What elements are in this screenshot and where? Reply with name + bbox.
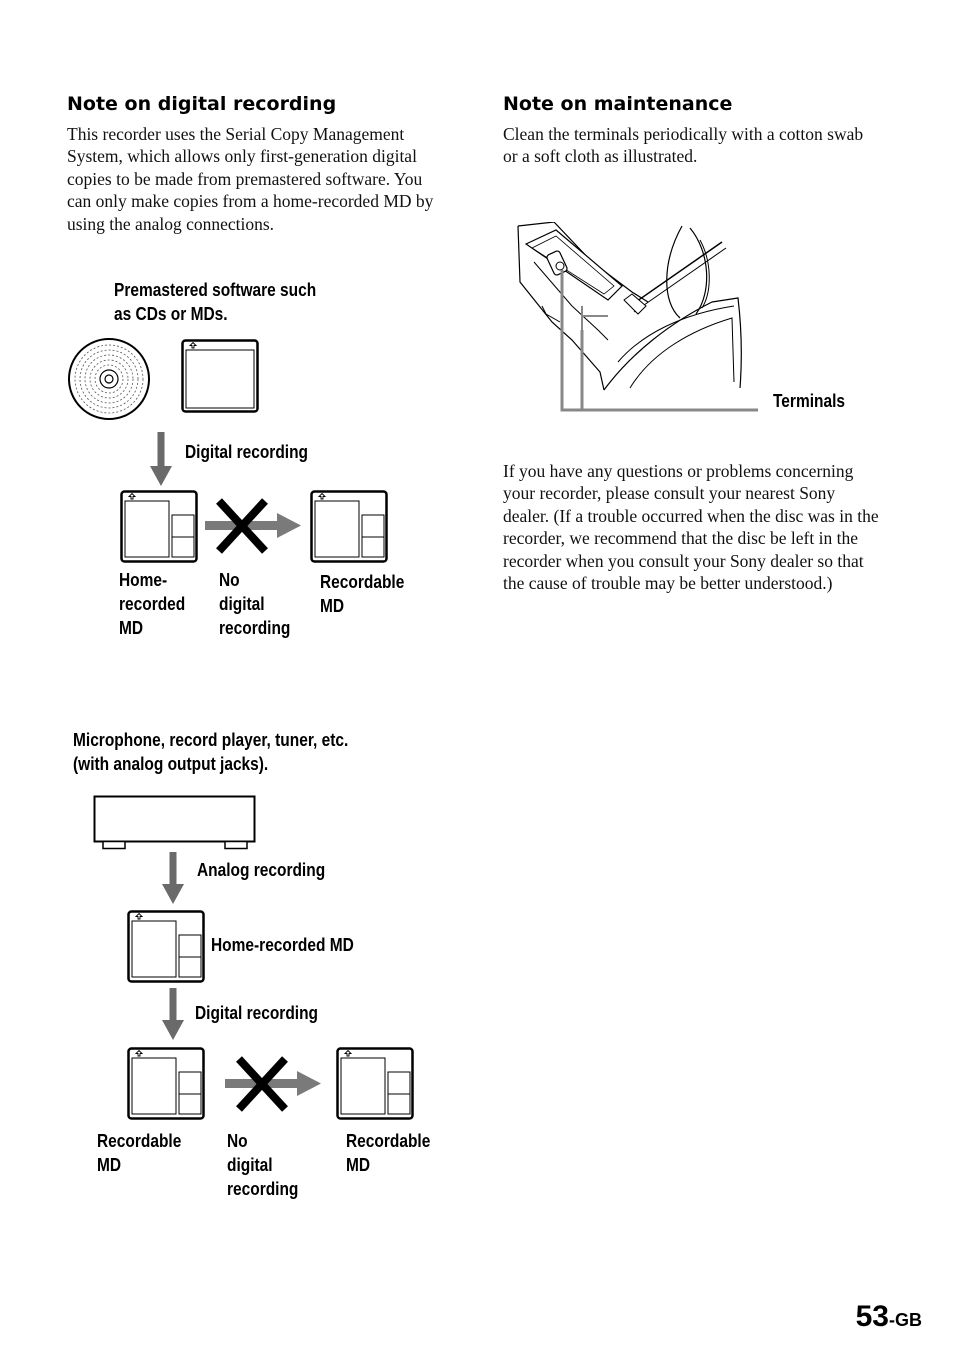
digital-recording-body: This recorder uses the Serial Copy Manag… (67, 124, 434, 234)
digital-recording-label: Digital recording (195, 1003, 318, 1023)
recordable-md-label: Recordable MD (97, 1131, 182, 1175)
premastered-md-icon (181, 339, 259, 413)
analog-device-icon (93, 795, 256, 850)
page-number: 53-GB (856, 1300, 922, 1334)
analog-recording-label: Analog recording (197, 860, 326, 880)
recordable-md-label: Recordable MD (320, 572, 405, 616)
home-recorded-md-icon (120, 490, 198, 563)
digital-recording-label: Digital recording (185, 442, 308, 462)
cd-disc-icon (68, 338, 150, 420)
home-recorded-md-label: Home- recorded MD (119, 570, 186, 638)
analog-recording-arrow-icon (162, 852, 184, 904)
section-heading-digital-recording: Note on digital recording (67, 93, 337, 115)
no-digital-recording-label: No digital recording (219, 570, 291, 638)
recorder-terminals-illustration (517, 222, 758, 412)
no-digital-recording-label: No digital recording (227, 1131, 299, 1199)
digital-recording-arrow-icon (162, 988, 184, 1040)
section-heading-maintenance: Note on maintenance (503, 93, 733, 115)
page-number-suffix: -GB (889, 1310, 922, 1330)
recordable-md-icon (127, 1047, 205, 1120)
terminals-label: Terminals (773, 391, 845, 411)
analog-source-label: Microphone, record player, tuner, etc. (… (73, 730, 349, 774)
home-recorded-md-label: Home-recorded MD (211, 935, 354, 955)
recordable-md-label: Recordable MD (346, 1131, 431, 1175)
blocked-copy-icon (205, 498, 301, 554)
maintenance-body: Clean the terminals periodically with a … (503, 124, 864, 167)
recordable-md-icon (336, 1047, 414, 1120)
recordable-md-icon (310, 490, 388, 563)
premastered-software-label: Premastered software such as CDs or MDs. (114, 280, 317, 324)
page-number-value: 53 (855, 1300, 889, 1333)
dealer-contact-paragraph: If you have any questions or problems co… (503, 461, 879, 594)
blocked-copy-icon (225, 1056, 321, 1112)
digital-recording-arrow-icon (150, 432, 172, 486)
home-recorded-md-icon (127, 910, 205, 983)
